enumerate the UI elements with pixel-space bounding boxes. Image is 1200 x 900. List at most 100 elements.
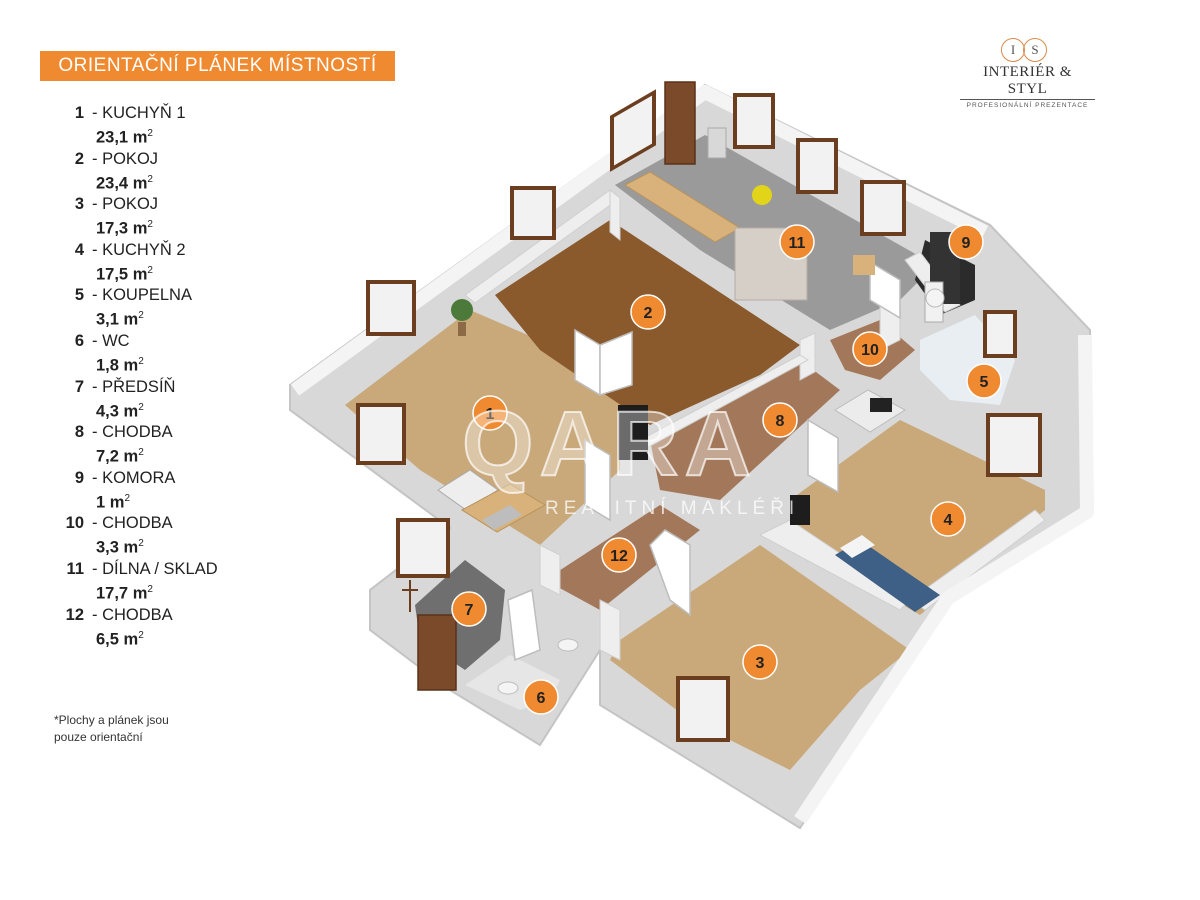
room-marker-label: 7 xyxy=(465,602,474,619)
room-area-unit: 2 xyxy=(147,264,153,276)
room-area-value: 7,2 m xyxy=(96,447,139,466)
room-marker-circle xyxy=(601,537,637,573)
room-name-text: POKOJ xyxy=(102,149,159,168)
room-area-value: 23,4 m xyxy=(96,174,148,193)
room-area: 7,2 m2 xyxy=(96,443,144,467)
room-legend-label: 7 - PŘEDSÍŇ xyxy=(52,377,282,397)
room-marker-circle xyxy=(451,591,487,627)
logo-mark: I S xyxy=(960,36,1095,64)
room-legend-label: 10 - CHODBA xyxy=(52,513,282,533)
interior-walls xyxy=(464,188,1046,661)
furniture xyxy=(437,127,960,695)
room-legend-label: 6 - WC xyxy=(52,331,282,351)
room-name-text: PŘEDSÍŇ xyxy=(102,377,176,396)
room-area: 4,3 m2 xyxy=(96,398,144,422)
room-number: 3 xyxy=(74,195,84,214)
room-name: - CHODBA xyxy=(92,423,173,442)
room-area-value: 1 m xyxy=(96,493,125,512)
room-marker-circle xyxy=(523,679,559,715)
room-name-text: WC xyxy=(102,331,130,350)
room-area-unit: 2 xyxy=(147,583,153,595)
watermark-logo: QARA xyxy=(461,392,757,496)
doors xyxy=(417,81,901,691)
room-name: - CHODBA xyxy=(92,514,173,533)
room-area: 1 m2 xyxy=(96,489,130,513)
room-marker-label: 8 xyxy=(776,413,785,430)
room-marker-label: 4 xyxy=(944,512,953,529)
room-name: - KUCHYŇ 1 xyxy=(92,104,186,122)
watermark-text: REALITNÍ MAKLÉŘI xyxy=(545,498,800,519)
room-number: 2 xyxy=(74,149,84,168)
room-number: 8 xyxy=(74,423,84,442)
room-area: 23,1 m2 xyxy=(96,124,153,148)
room-area-unit: 2 xyxy=(138,447,144,459)
room-area-value: 4,3 m xyxy=(96,402,139,421)
disclaimer-note: *Plochy a plánek jsou pouze orientační xyxy=(54,712,234,746)
room-name-text: KOUPELNA xyxy=(102,286,192,305)
plan-title-banner: ORIENTAČNÍ PLÁNEK MÍSTNOSTÍ xyxy=(40,51,395,81)
room-area: 23,4 m2 xyxy=(96,170,153,194)
room-area-unit: 2 xyxy=(138,629,144,641)
room-name: - POKOJ xyxy=(92,195,159,214)
room-name-text: CHODBA xyxy=(102,514,173,533)
room-marker-label: 11 xyxy=(789,235,806,252)
coat-rack-icon xyxy=(402,580,418,612)
room-name: - WC xyxy=(92,331,130,350)
room-name-text: KUCHYŇ 1 xyxy=(102,104,186,122)
room-legend-label: 5- KOUPELNA xyxy=(52,285,282,305)
room-8-floor xyxy=(650,360,840,500)
room-marker-circle xyxy=(966,363,1002,399)
room-area-unit: 2 xyxy=(138,355,144,367)
room-area: 17,3 m2 xyxy=(96,215,153,239)
room-area-unit: 2 xyxy=(138,310,144,322)
room-name-text: KUCHYŇ 2 xyxy=(102,240,186,259)
room-name: - KOMORA xyxy=(92,468,176,487)
room-number: 5 xyxy=(74,286,84,305)
room-legend-item: 2 - POKOJ 23,4 m2 xyxy=(52,149,282,195)
room-marker-circle xyxy=(762,402,798,438)
room-marker-circle xyxy=(948,224,984,260)
disclaimer-line-1: *Plochy a plánek jsou xyxy=(54,713,169,727)
room-legend-item: 7 - PŘEDSÍŇ 4,3 m2 xyxy=(52,377,282,423)
room-number: 10 xyxy=(65,514,84,533)
room-number: 11 xyxy=(66,559,84,578)
room-area-unit: 2 xyxy=(138,401,144,413)
room-legend-label: 9 - KOMORA xyxy=(52,468,282,488)
room-number: 4 xyxy=(74,240,84,259)
room-name: - PŘEDSÍŇ xyxy=(92,377,176,396)
room-area: 17,5 m2 xyxy=(96,261,153,285)
logo-mark-right: S xyxy=(1023,38,1047,62)
room-legend-label: 4- KUCHYŇ 2 xyxy=(52,240,282,260)
room-marker-label: 1 xyxy=(486,406,495,423)
room-marker-label: 12 xyxy=(610,548,628,565)
room-legend-item: 1 - KUCHYŇ 1 23,1 m2 xyxy=(52,103,282,149)
logo-tagline: PROFESIONÁLNÍ PREZENTACE xyxy=(966,102,1089,109)
room-marker-circle xyxy=(852,331,888,367)
room-area-unit: 2 xyxy=(138,538,144,550)
room-area-value: 23,1 m xyxy=(96,128,148,147)
room-name-text: CHODBA xyxy=(102,605,173,624)
room-name: - DÍLNA / SKLAD xyxy=(92,559,218,578)
room-number: 9 xyxy=(74,468,84,487)
room-number: 7 xyxy=(74,377,84,396)
room-marker-label: 6 xyxy=(537,690,546,707)
room-area-value: 3,3 m xyxy=(96,538,139,557)
room-number: 6 xyxy=(74,331,84,350)
room-area-value: 17,5 m xyxy=(96,265,148,284)
room-name-text: DÍLNA / SKLAD xyxy=(102,559,218,578)
room-legend-label: 12- CHODBA xyxy=(52,605,282,625)
room-legend-label: 3 - POKOJ xyxy=(52,194,282,214)
room-name: - POKOJ xyxy=(92,149,159,168)
room-marker-label: 3 xyxy=(756,655,765,672)
room-number: 1 xyxy=(74,104,84,122)
room-name: - CHODBA xyxy=(92,605,173,624)
room-marker-label: 10 xyxy=(861,342,879,359)
room-legend-label: 1 - KUCHYŇ 1 xyxy=(52,103,282,123)
